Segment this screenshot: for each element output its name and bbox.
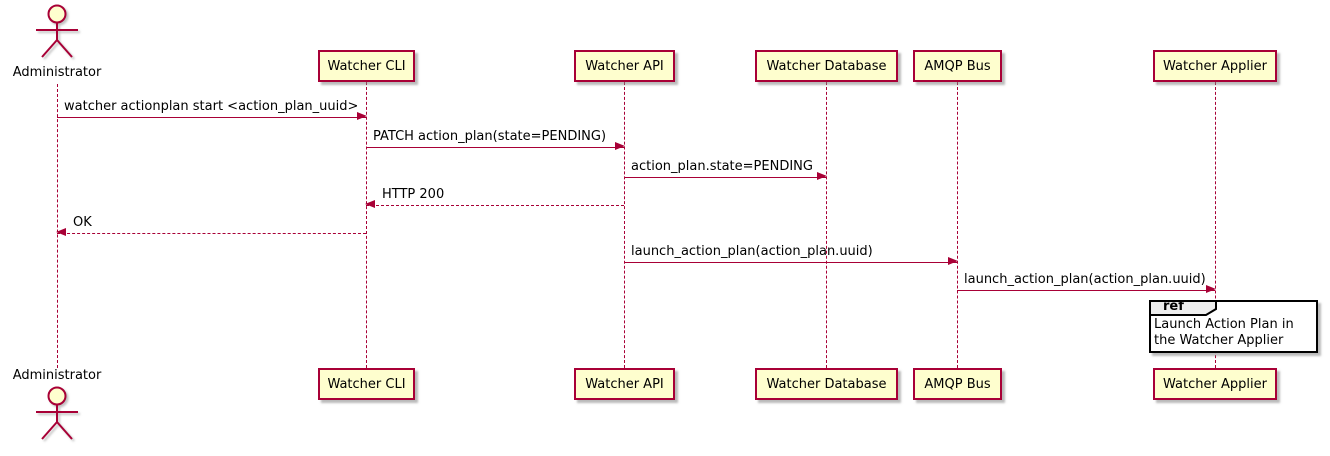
arrow-line <box>624 262 957 263</box>
arrow-line <box>57 233 366 234</box>
ref-fragment: ref Launch Action Plan in the Watcher Ap… <box>1149 299 1318 353</box>
message-start-actionplan: watcher actionplan start <action_plan_uu… <box>57 99 367 123</box>
message-label: HTTP 200 <box>382 187 445 202</box>
arrowhead-right-icon <box>817 172 827 180</box>
participant-amqp-bus-bottom: AMQP Bus <box>913 368 1002 400</box>
lifeline-watcher-cli <box>366 82 367 368</box>
message-http-200: HTTP 200 <box>365 187 624 211</box>
participant-label: Watcher CLI <box>327 376 406 392</box>
ref-text: Launch Action Plan in the Watcher Applie… <box>1154 317 1294 348</box>
arrowhead-left-icon <box>56 228 66 236</box>
message-label: launch_action_plan(action_plan.uuid) <box>964 272 1206 287</box>
arrowhead-left-icon <box>365 200 375 208</box>
actor-icon-top <box>33 4 81 66</box>
participant-watcher-applier-bottom: Watcher Applier <box>1153 368 1277 400</box>
lifeline-watcher-applier <box>1215 82 1216 368</box>
participant-watcher-api-bottom: Watcher API <box>574 368 675 400</box>
participant-watcher-database-top: Watcher Database <box>755 50 898 82</box>
arrowhead-right-icon <box>948 257 958 265</box>
participant-label: Watcher API <box>585 58 664 74</box>
message-label: OK <box>73 215 92 230</box>
arrow-line <box>366 147 624 148</box>
message-launch-action-plan-applier: launch_action_plan(action_plan.uuid) <box>957 272 1216 296</box>
lifeline-administrator <box>57 84 58 368</box>
message-ok: OK <box>56 215 366 239</box>
participant-watcher-database-bottom: Watcher Database <box>755 368 898 400</box>
participant-amqp-bus-top: AMQP Bus <box>913 50 1002 82</box>
message-label: action_plan.state=PENDING <box>631 159 813 174</box>
lifeline-amqp-bus <box>957 82 958 368</box>
participant-watcher-applier-top: Watcher Applier <box>1153 50 1277 82</box>
message-patch-action-plan: PATCH action_plan(state=PENDING) <box>366 129 625 153</box>
arrow-line <box>624 177 826 178</box>
participant-label: Watcher Applier <box>1163 58 1267 74</box>
lifeline-watcher-api <box>624 82 625 368</box>
actor-label-top: Administrator <box>12 65 102 80</box>
message-state-pending: action_plan.state=PENDING <box>624 159 827 183</box>
ref-keyword: ref <box>1163 299 1184 314</box>
participant-label: Watcher Database <box>766 58 887 74</box>
message-label: launch_action_plan(action_plan.uuid) <box>631 244 873 259</box>
participant-label: AMQP Bus <box>924 376 991 392</box>
actor-icon-bottom <box>33 386 81 448</box>
arrowhead-right-icon <box>357 112 367 120</box>
message-label: watcher actionplan start <action_plan_uu… <box>64 99 359 114</box>
participant-label: Watcher API <box>585 376 664 392</box>
actor-label-bottom: Administrator <box>12 368 102 383</box>
arrowhead-right-icon <box>1206 285 1216 293</box>
arrow-line <box>366 205 624 206</box>
arrow-line <box>957 290 1215 291</box>
participant-watcher-cli-bottom: Watcher CLI <box>318 368 415 400</box>
lifeline-watcher-database <box>826 82 827 368</box>
arrowhead-right-icon <box>615 142 625 150</box>
participant-label: AMQP Bus <box>924 58 991 74</box>
message-launch-action-plan-amqp: launch_action_plan(action_plan.uuid) <box>624 244 958 268</box>
participant-watcher-api-top: Watcher API <box>574 50 675 82</box>
participant-label: Watcher Database <box>766 376 887 392</box>
ref-tab: ref <box>1149 299 1219 317</box>
participant-label: Watcher CLI <box>327 58 406 74</box>
participant-watcher-cli-top: Watcher CLI <box>318 50 415 82</box>
participant-label: Watcher Applier <box>1163 376 1267 392</box>
message-label: PATCH action_plan(state=PENDING) <box>373 129 607 144</box>
arrow-line <box>57 117 366 118</box>
